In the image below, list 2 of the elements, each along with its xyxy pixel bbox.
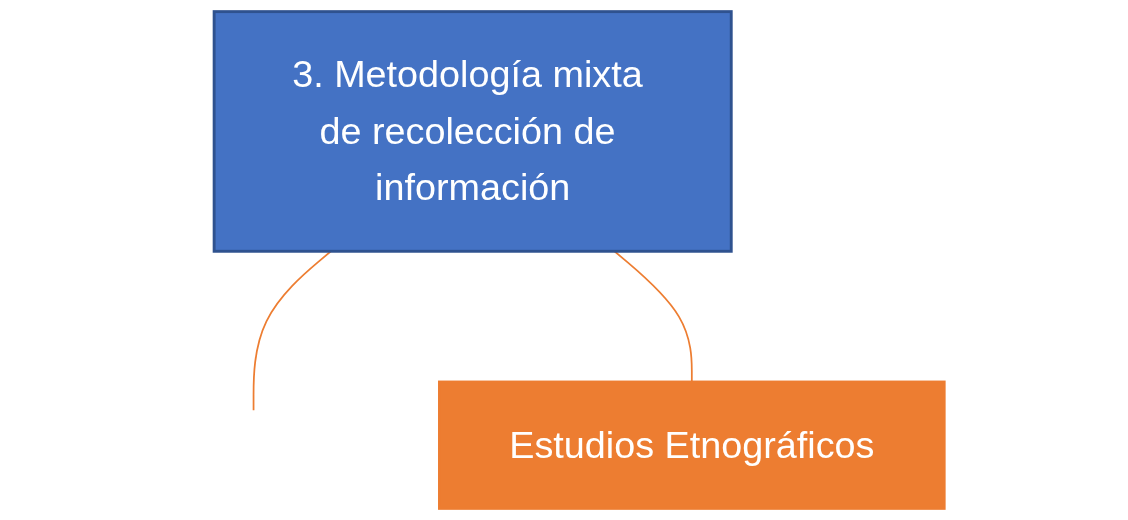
- node-box: Estudios Etnográficos: [438, 380, 946, 510]
- node-box: 3. Metodología mixta de recolección de información: [212, 10, 733, 253]
